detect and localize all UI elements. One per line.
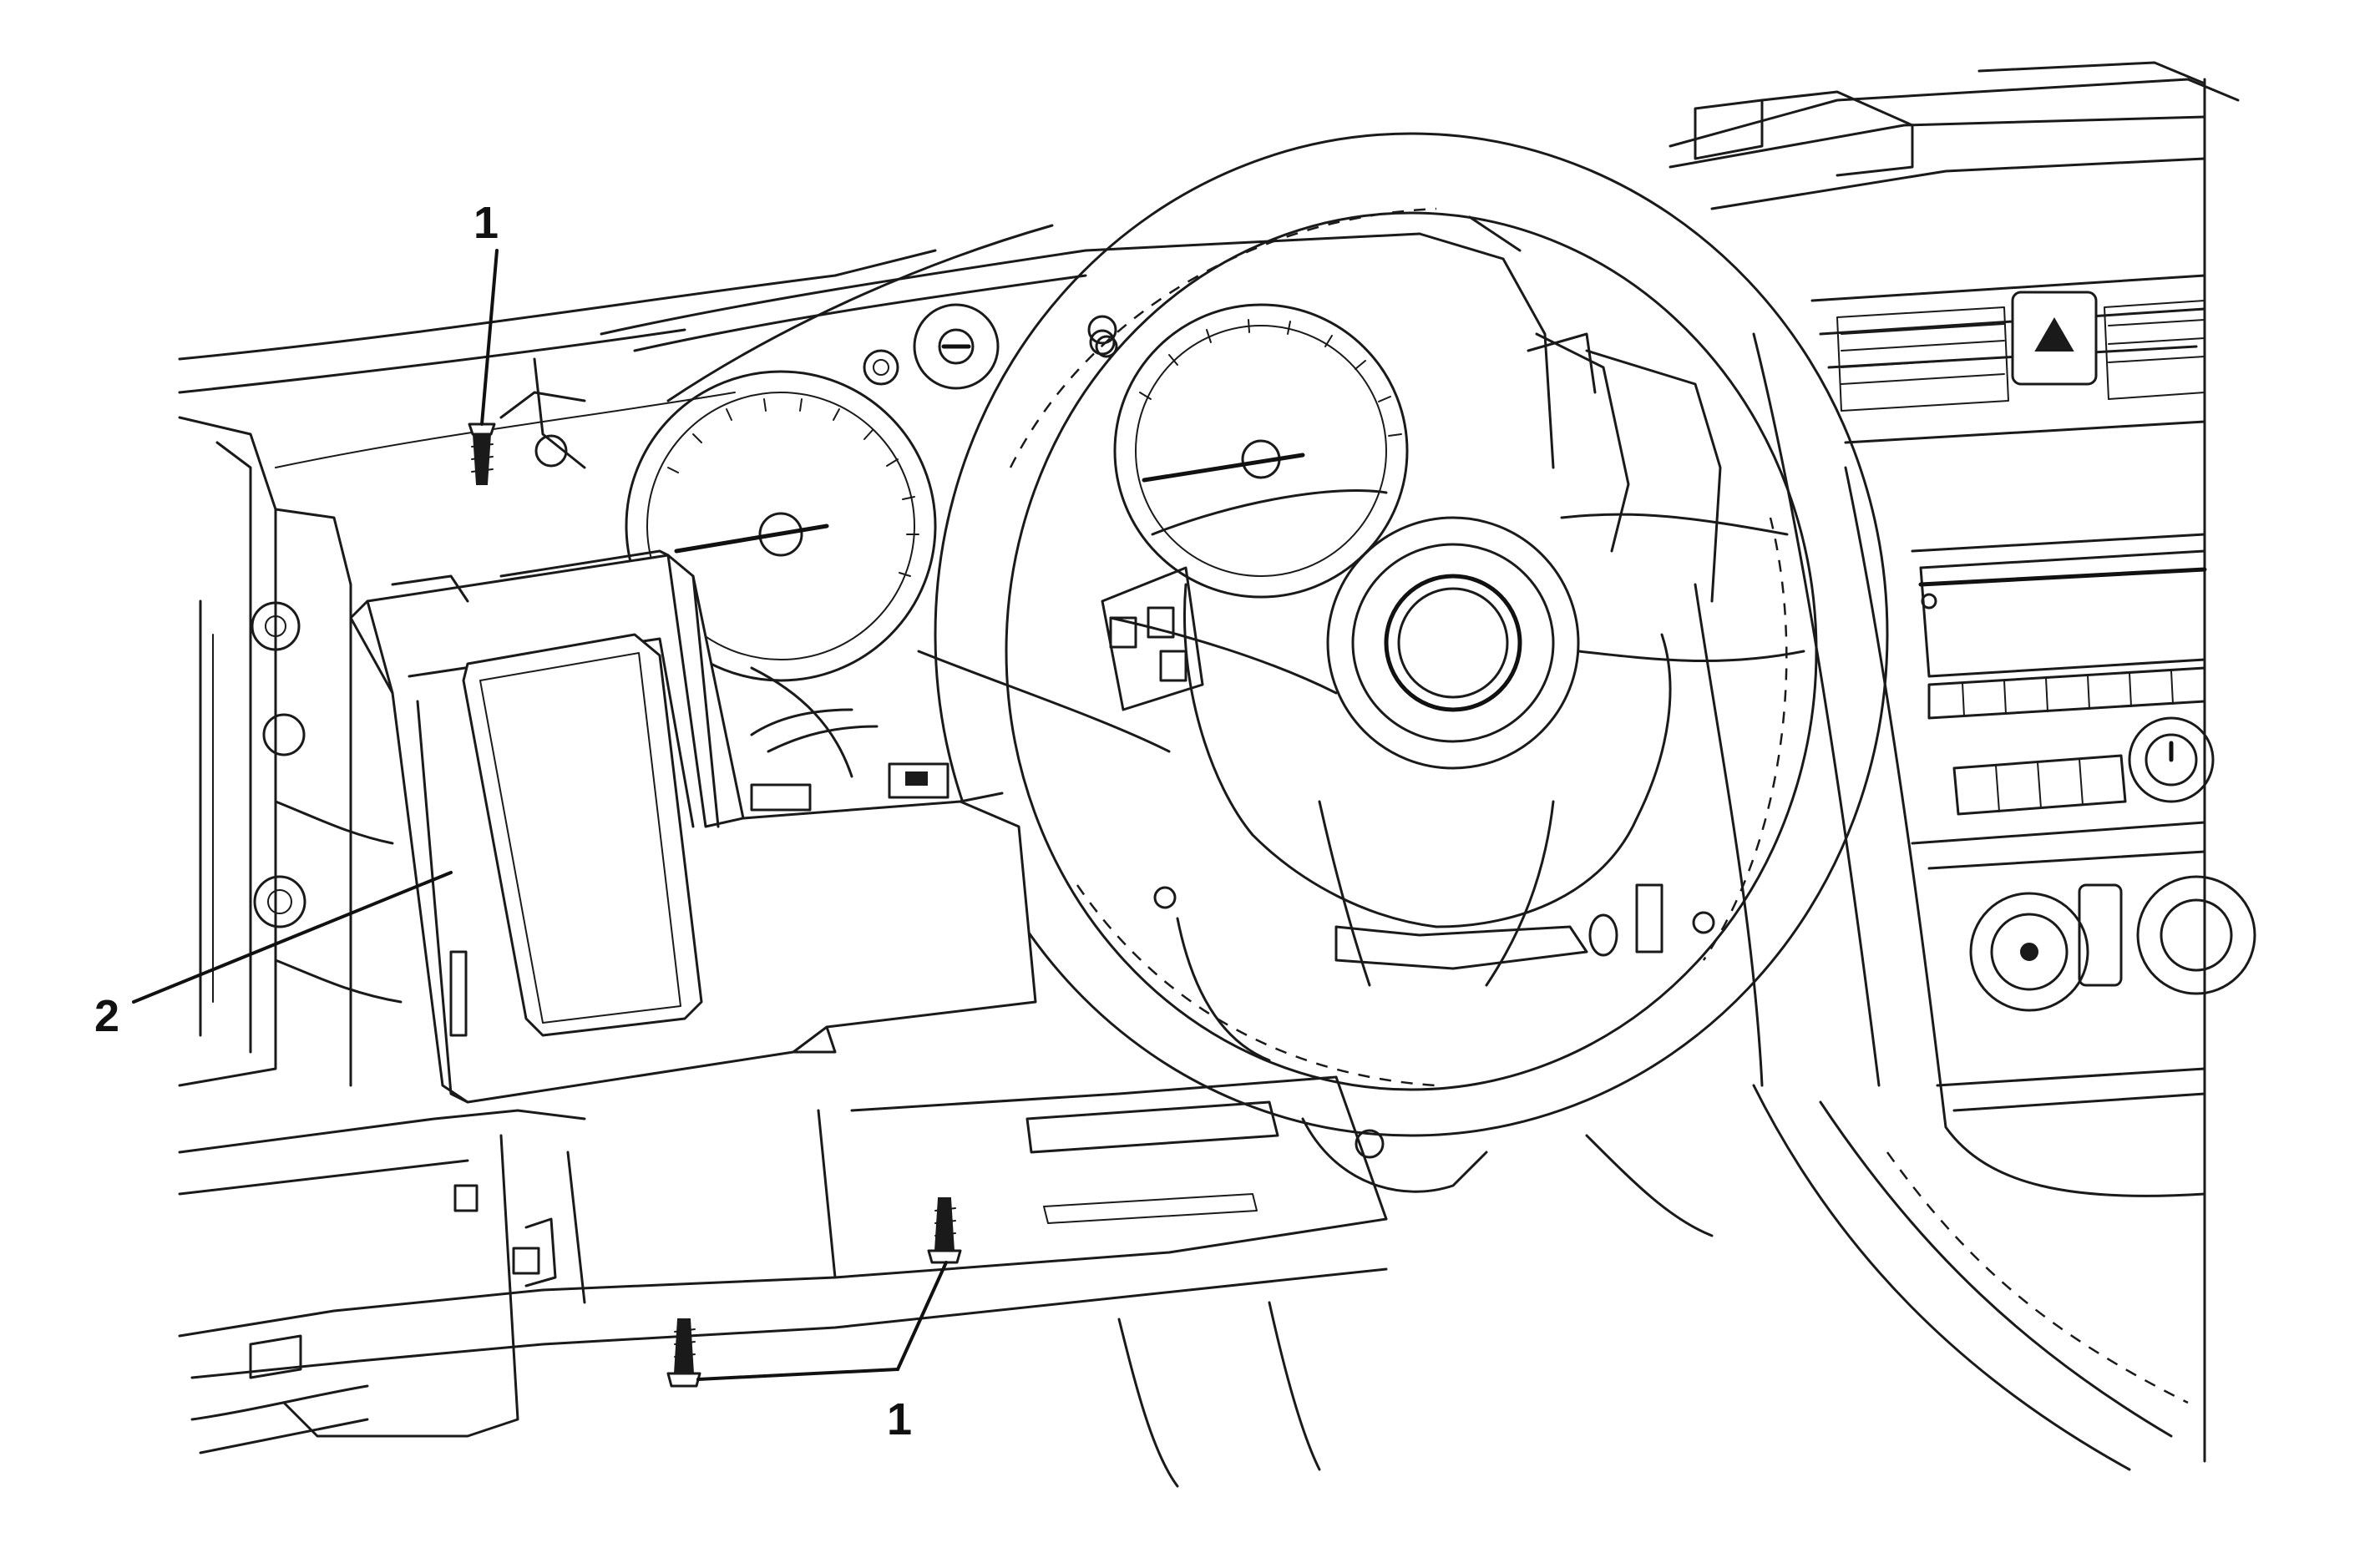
center-vent-louvers xyxy=(1836,300,2205,412)
center-stack xyxy=(1694,274,2256,1471)
steering-wheel-switches xyxy=(1101,566,1204,711)
module-assembly xyxy=(349,549,1037,1104)
steering-wheel xyxy=(934,132,1889,1237)
leader-module xyxy=(132,871,453,1004)
leader-fastener-bottom-left xyxy=(696,1368,899,1381)
callout-label-fastener-bottom: 1 xyxy=(887,1394,912,1444)
leader-fastener-top xyxy=(480,249,499,426)
small-gauges xyxy=(863,303,1117,390)
callout-labels: 1 2 1 xyxy=(94,198,912,1444)
left-gauge xyxy=(625,370,937,682)
fastener-top xyxy=(468,422,496,485)
hazard-switch xyxy=(2011,291,2098,386)
callout-label-module: 2 xyxy=(94,991,119,1041)
leader-fastener-bottom-right xyxy=(896,1261,948,1371)
right-gauge xyxy=(1113,303,1409,599)
callout-leaders xyxy=(132,249,948,1381)
lower-panel-structure xyxy=(178,1075,1388,1488)
instrument-cluster xyxy=(499,215,1722,778)
callout-label-fastener-top: 1 xyxy=(473,198,499,248)
left-bracket-structure xyxy=(178,416,403,1087)
fastener-bottom-left xyxy=(666,1318,701,1388)
fastener-bottom-right xyxy=(927,1197,962,1264)
